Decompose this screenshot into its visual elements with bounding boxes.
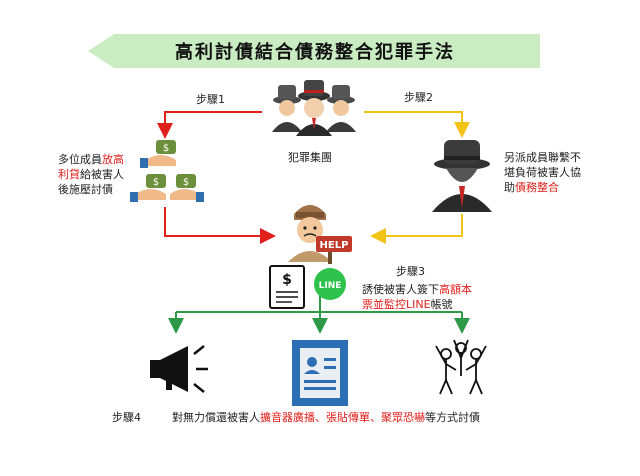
- page-title: 高利討債結合債務整合犯罪手法: [175, 42, 455, 63]
- svg-text:$: $: [282, 272, 292, 288]
- left-note-highlight: 放高利貸: [58, 153, 124, 181]
- svg-text:$: $: [183, 177, 189, 188]
- step4-note: 對無力償還被害人擴音器廣播、張貼傳單、聚眾恐嚇等方式討債: [172, 410, 502, 425]
- promissory-note-icon: $: [269, 265, 305, 309]
- step1-arrow-bottom: [164, 207, 276, 244]
- megaphone-icon: [150, 345, 208, 393]
- left-note-text-end: 給被害人後施壓討債: [58, 168, 124, 196]
- money-hand-icon-top: $: [140, 140, 176, 168]
- right-note-text: 另派成員聯繫不堪負荷被害人協助: [504, 151, 581, 194]
- step1-arrow-top: [157, 111, 262, 139]
- left-note-text: 多位成員: [58, 153, 102, 166]
- step1-label: 步驟1: [196, 93, 225, 106]
- step2-arrow-top: [364, 111, 470, 138]
- left-note: 多位成員放高利貸給被害人後施壓討債: [58, 152, 132, 197]
- step3-note-highlight: 高額本票並監控LINE: [362, 283, 472, 311]
- step3-note-text-end: 帳號: [430, 298, 453, 311]
- step4-note-text-end: 等方式討債: [425, 411, 480, 424]
- step4-note-text: 對無力償還被害人: [172, 411, 260, 424]
- victim-help-icon: [288, 205, 352, 264]
- svg-text:$: $: [163, 143, 169, 154]
- flyer-icon: [292, 340, 348, 406]
- hatted-man-icon: [432, 140, 492, 212]
- help-sign-text: HELP: [320, 240, 349, 251]
- line-badge-text: LINE: [319, 281, 342, 291]
- crowd-icon: [435, 339, 487, 395]
- step4-label: 步驟4: [112, 411, 141, 424]
- svg-text:$: $: [153, 177, 159, 188]
- criminal-group-label: 犯罪集團: [288, 151, 332, 164]
- money-hand-icon-left: $: [130, 174, 166, 202]
- step2-label: 步驟2: [404, 91, 433, 104]
- step2-arrow-bottom: [370, 214, 463, 244]
- criminal-group-icon: [272, 80, 356, 136]
- right-note-highlight: 債務整合: [515, 181, 559, 194]
- step3-note: 誘使被害人簽下高額本票並監控LINE帳號: [362, 282, 474, 312]
- step3-note-text: 誘使被害人簽下: [362, 283, 439, 296]
- right-note: 另派成員聯繫不堪負荷被害人協助債務整合: [504, 150, 586, 195]
- line-app-icon: [314, 268, 346, 300]
- title-banner: [88, 34, 540, 68]
- money-hand-icon-right: $: [170, 174, 204, 202]
- step4-note-highlight: 擴音器廣播、張貼傳單、聚眾恐嚇: [260, 411, 425, 424]
- step3-label: 步驟3: [396, 265, 425, 278]
